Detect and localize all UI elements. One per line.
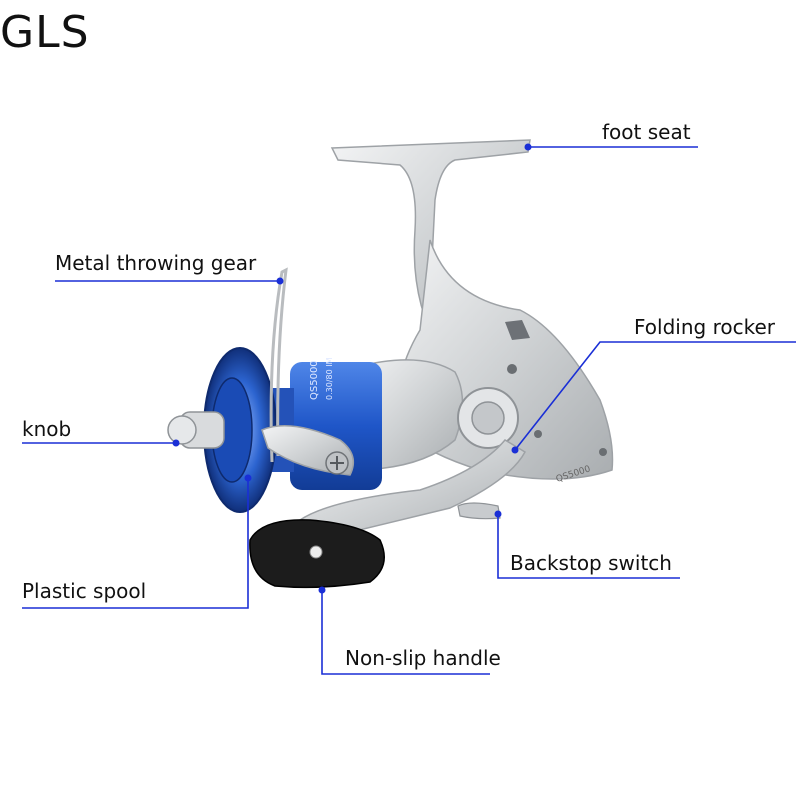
leader-dot	[525, 144, 532, 151]
label-metal-throwing-gear: Metal throwing gear	[55, 251, 257, 275]
label-non-slip-handle: Non-slip handle	[345, 646, 501, 670]
label-foot-seat: foot seat	[602, 120, 691, 144]
leader-dot	[512, 447, 519, 454]
handle-knob-pin	[310, 546, 322, 558]
body-screw	[507, 364, 517, 374]
label-folding-rocker: Folding rocker	[634, 315, 776, 339]
label-plastic-spool: Plastic spool	[22, 579, 146, 603]
backstop-switch	[458, 503, 500, 519]
label-knob: knob	[22, 417, 71, 441]
body-screw	[599, 448, 607, 456]
spool-mark: QS5000	[309, 360, 320, 400]
leader-dot	[319, 587, 326, 594]
drag-knob-cap	[168, 416, 196, 444]
gear-hub-inner	[472, 402, 504, 434]
label-backstop-switch: Backstop switch	[510, 551, 672, 575]
fishing-reel: QS5000 QS5000 0.30/80 IM	[168, 140, 613, 587]
body-screw	[534, 430, 542, 438]
leader-dot	[245, 475, 252, 482]
leader-dot	[495, 511, 502, 518]
leader-dot	[173, 440, 180, 447]
leader-dot	[277, 278, 284, 285]
spool-mark: 0.30/80 IM	[325, 357, 334, 400]
